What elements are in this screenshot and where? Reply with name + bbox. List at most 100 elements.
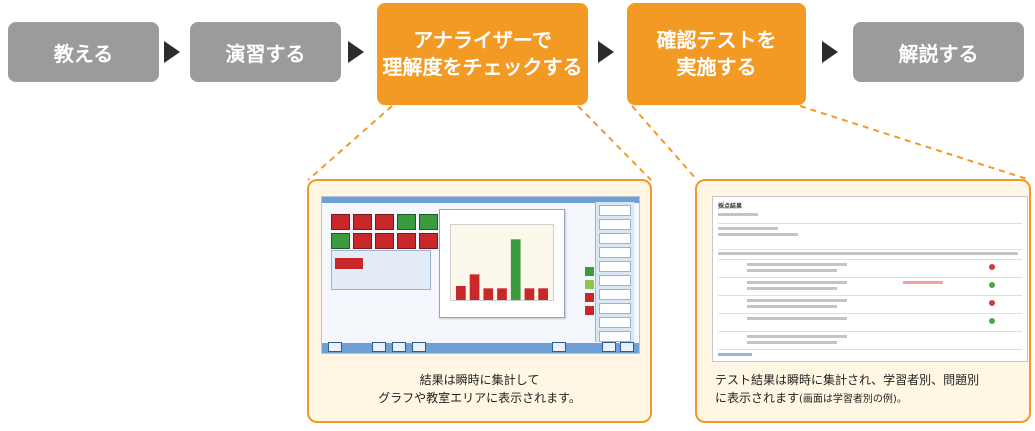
correct-mark-icon xyxy=(989,282,995,288)
correct-mark-icon xyxy=(989,318,995,324)
analyzer-caption: 結果は瞬時に集計して グラフや教室エリアに表示されます。 xyxy=(307,371,652,407)
side-toolbar xyxy=(595,202,634,342)
test-caption-line2: に表示されます xyxy=(715,391,800,405)
arrow-right-icon xyxy=(348,41,364,63)
seat-tile xyxy=(353,233,372,249)
step-teach-label: 教える xyxy=(53,41,114,66)
toolbar-button[interactable] xyxy=(599,247,631,258)
taskbar-button[interactable] xyxy=(552,342,566,352)
toolbar-button[interactable] xyxy=(599,289,631,300)
text-line xyxy=(718,227,778,230)
text-line xyxy=(747,287,837,290)
analyzer-caption-line2: グラフや教室エリアに表示されます。 xyxy=(378,391,581,405)
table-divider xyxy=(718,259,1022,260)
seat-marker xyxy=(585,267,594,276)
toolbar-button[interactable] xyxy=(599,219,631,230)
test-caption-line1: テスト結果は瞬時に集計され、学習者別、問題別 xyxy=(715,373,980,387)
taskbar-button[interactable] xyxy=(392,342,406,352)
graph-bar xyxy=(497,288,507,300)
toolbar-button[interactable] xyxy=(599,275,631,286)
table-divider xyxy=(718,295,1022,296)
seat-tile xyxy=(331,214,350,230)
test-results-title: 採点結果 xyxy=(718,203,743,210)
text-line xyxy=(718,353,752,356)
seat-tile xyxy=(375,233,394,249)
step-teach: 教える xyxy=(8,22,159,82)
table-divider xyxy=(718,223,1022,224)
text-line xyxy=(903,281,943,284)
seat-marker xyxy=(585,293,594,302)
incorrect-mark-icon xyxy=(989,264,995,270)
incorrect-mark-icon xyxy=(989,300,995,306)
test-caption-note: (画面は学習者別の例)。 xyxy=(799,394,907,405)
control-panel xyxy=(331,250,431,290)
toolbar-button[interactable] xyxy=(599,317,631,328)
text-line xyxy=(718,252,1018,255)
text-line xyxy=(747,269,837,272)
text-line xyxy=(718,233,798,236)
graph-bar xyxy=(538,288,548,300)
connector-line xyxy=(307,105,393,181)
step-explain: 解説する xyxy=(853,22,1024,82)
text-line xyxy=(747,335,847,338)
test-caption-line2-wrap: に表示されます(画面は学習者別の例)。 xyxy=(715,389,1025,407)
result-graph xyxy=(439,209,565,318)
step-analyzer-line2: 理解度をチェックする xyxy=(382,55,583,79)
step-analyzer-line1: アナライザーで xyxy=(413,28,552,52)
taskbar-button[interactable] xyxy=(328,342,342,352)
text-line xyxy=(747,305,837,308)
taskbar-button[interactable] xyxy=(372,342,386,352)
table-divider xyxy=(718,277,1022,278)
step-confirm-test-line2: 実施する xyxy=(676,55,757,79)
connector-line xyxy=(631,105,698,181)
table-divider xyxy=(718,249,1022,250)
step-practice-label: 演習する xyxy=(225,41,306,66)
seat-marker xyxy=(585,306,594,315)
table-divider xyxy=(718,349,1022,350)
seat-tile xyxy=(397,233,416,249)
step-confirm-test: 確認テストを 実施する xyxy=(627,3,806,105)
graph-bar xyxy=(469,274,480,300)
connector-line xyxy=(577,105,652,181)
bottom-taskbar xyxy=(322,343,639,353)
test-results-screenshot: 採点結果 xyxy=(712,196,1028,362)
toolbar-button[interactable] xyxy=(599,303,631,314)
toolbar-button[interactable] xyxy=(599,331,631,342)
table-divider xyxy=(718,331,1022,332)
toolbar-button[interactable] xyxy=(599,261,631,272)
analyzer-screenshot xyxy=(321,196,640,354)
text-line xyxy=(747,263,847,266)
step-confirm-test-line1: 確認テストを xyxy=(656,28,777,52)
graph-bars xyxy=(456,239,548,300)
title-bar xyxy=(322,197,639,203)
seat-tile xyxy=(397,214,416,230)
table-divider xyxy=(718,313,1022,314)
seat-marker xyxy=(585,280,594,289)
graph-bar xyxy=(510,239,521,300)
seat-tile xyxy=(419,214,438,230)
graph-bar xyxy=(456,286,466,300)
text-line xyxy=(747,341,837,344)
seat-tile xyxy=(353,214,372,230)
graph-area xyxy=(450,224,554,301)
step-explain-label: 解説する xyxy=(898,41,979,66)
taskbar-button[interactable] xyxy=(620,342,634,352)
analyzer-caption-line1: 結果は瞬時に集計して xyxy=(419,373,540,387)
toolbar-button[interactable] xyxy=(599,205,631,216)
connector-line xyxy=(799,105,1031,181)
stop-button[interactable] xyxy=(335,258,363,269)
text-line xyxy=(747,317,847,320)
taskbar-button[interactable] xyxy=(602,342,616,352)
step-practice: 演習する xyxy=(190,22,341,82)
taskbar-button[interactable] xyxy=(412,342,426,352)
seat-tile xyxy=(375,214,394,230)
arrow-right-icon xyxy=(822,41,838,63)
toolbar-button[interactable] xyxy=(599,233,631,244)
text-line xyxy=(747,299,847,302)
text-line xyxy=(747,281,847,284)
graph-bar xyxy=(524,288,535,300)
test-caption: テスト結果は瞬時に集計され、学習者別、問題別 に表示されます(画面は学習者別の例… xyxy=(715,371,1025,407)
graph-bar xyxy=(483,288,494,300)
seat-tile xyxy=(419,233,438,249)
arrow-right-icon xyxy=(164,41,180,63)
